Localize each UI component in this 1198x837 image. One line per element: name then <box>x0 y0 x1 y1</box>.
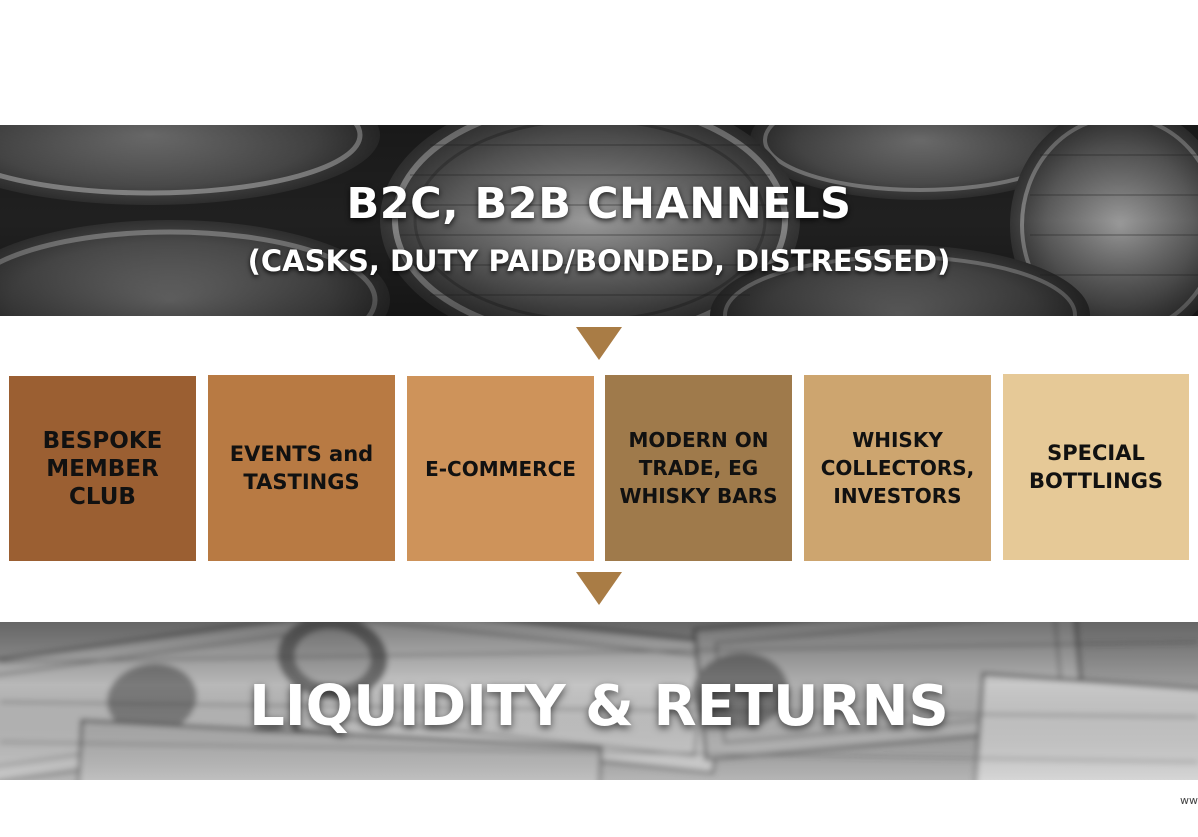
top-banner: B2C, B2B CHANNELS (CASKS, DUTY PAID/BOND… <box>0 125 1198 316</box>
barrels-background-image <box>0 125 1198 316</box>
channel-line: INVESTORS <box>833 484 962 508</box>
channel-line: WHISKY BARS <box>619 484 778 508</box>
top-banner-title: B2C, B2B CHANNELS <box>346 179 852 229</box>
channel-box-whisky-collectors-investors: WHISKY COLLECTORS, INVESTORS <box>804 375 991 561</box>
channel-line: COLLECTORS, <box>820 456 975 480</box>
channel-line: WHISKY <box>852 428 943 452</box>
channel-line: TASTINGS <box>243 470 360 494</box>
down-arrow-icon <box>576 327 622 360</box>
bottom-banner: LIQUIDITY & RETURNS <box>0 622 1198 780</box>
channel-line: MODERN ON <box>628 428 769 452</box>
channel-line: MEMBER <box>46 455 159 482</box>
channel-line: CLUB <box>69 483 136 510</box>
channel-line: EVENTS and <box>229 442 374 466</box>
bottom-banner-title: LIQUIDITY & RETURNS <box>249 674 949 739</box>
channel-line: E-COMMERCE <box>425 456 576 481</box>
banknotes-background-image <box>0 622 1198 780</box>
footer-website-text: ww <box>1180 794 1198 807</box>
channel-line: TRADE, EG <box>638 456 759 480</box>
channel-line: BESPOKE <box>42 427 163 454</box>
channel-box-special-bottlings: SPECIAL BOTTLINGS <box>1003 374 1189 560</box>
channel-line: SPECIAL <box>1047 441 1145 465</box>
top-banner-subtitle: (CASKS, DUTY PAID/BONDED, DISTRESSED) <box>247 244 951 278</box>
channel-line: BOTTLINGS <box>1028 469 1164 493</box>
channel-box-modern-on-trade: MODERN ON TRADE, EG WHISKY BARS <box>605 375 792 561</box>
channel-box-e-commerce: E-COMMERCE <box>407 376 594 561</box>
down-arrow-icon <box>576 572 622 605</box>
channel-box-bespoke-member-club: BESPOKE MEMBER CLUB <box>9 376 196 561</box>
channel-box-events-tastings: EVENTS and TASTINGS <box>208 375 395 561</box>
